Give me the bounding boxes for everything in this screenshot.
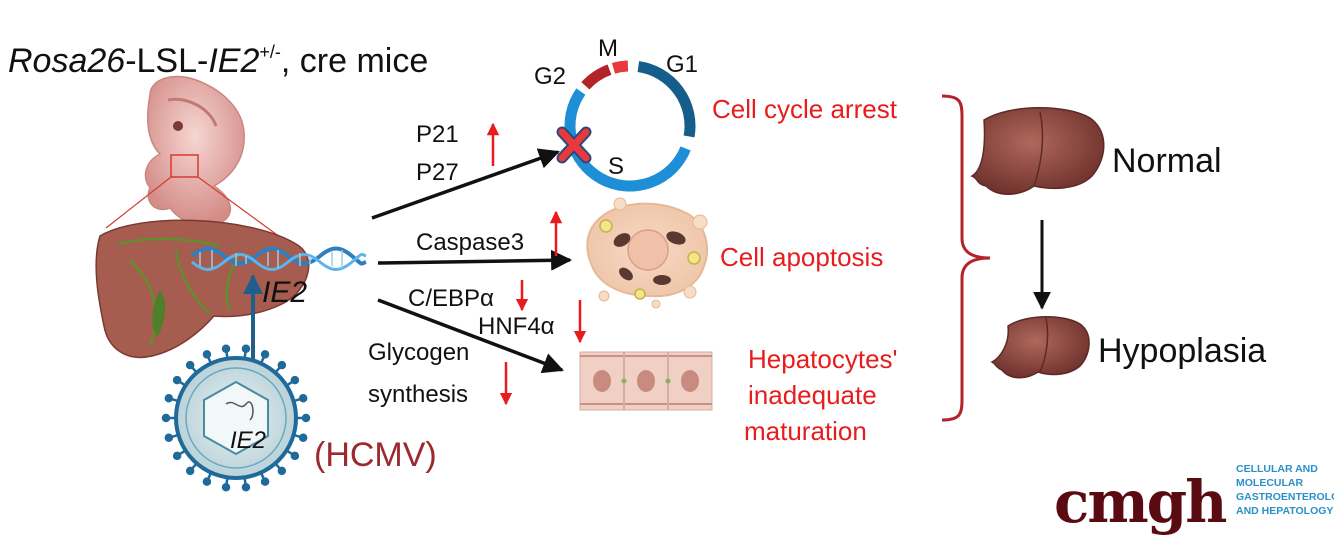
embryo-illustration: [144, 75, 245, 227]
title-construct: -LSL-: [125, 42, 208, 80]
hypoplasia-label: Hypoplasia: [1098, 332, 1266, 370]
hcmv-label: (HCMV): [314, 436, 437, 474]
marker-synthesis: synthesis: [368, 381, 468, 408]
phase-g1-label: G1: [666, 51, 698, 78]
arrow-to-hepatocytes: [377, 298, 564, 374]
cell-cycle-m-arc: [611, 60, 629, 74]
arrow-to-apoptosis: [377, 249, 573, 271]
apoptotic-cell-illustration: [586, 197, 709, 309]
hepatocyte-tissue-illustration: [579, 351, 713, 411]
arrow-to-cell-cycle: [371, 148, 560, 220]
cell-cycle-s-arc: [564, 88, 691, 192]
cell-cycle-g1-arc: [637, 61, 696, 138]
logo-line4: AND HEPATOLOGY: [1236, 505, 1333, 517]
cell-cycle-ring: [564, 60, 696, 192]
outcome-bracket: [941, 94, 991, 422]
normal-liver-illustration: [970, 107, 1105, 195]
cell-cycle-g2-arc: [581, 64, 612, 90]
outcome-cell-cycle-arrest: Cell cycle arrest: [712, 94, 898, 124]
ie2-label-virus: IE2: [230, 427, 266, 454]
outcome-hepatocytes-line1: Hepatocytes': [748, 344, 898, 374]
outcome-hepatocytes-line2: inadequate: [748, 380, 877, 410]
title-gene: Rosa26: [8, 42, 125, 80]
logo-line3: GASTROENTEROLOGY: [1236, 491, 1334, 503]
marker-p27: P27: [416, 159, 459, 186]
phase-g2-label: G2: [534, 63, 566, 90]
embryo-zoom-box: [170, 154, 199, 178]
phase-m-label: M: [598, 35, 618, 62]
phase-s-label: S: [608, 153, 624, 180]
title-ie2: IE2: [208, 42, 259, 80]
hypoplasia-liver-illustration: [990, 316, 1090, 379]
ie2-label-liver: IE2: [262, 276, 307, 309]
outcome-cell-apoptosis: Cell apoptosis: [720, 242, 883, 272]
logo-word: cmgh: [1054, 468, 1226, 536]
zoom-line-right: [197, 176, 285, 241]
block-x-icon: [556, 126, 592, 164]
logo-line2: MOLECULAR: [1236, 477, 1303, 489]
title-mice: , cre mice: [281, 42, 428, 80]
logo-line1: CELLULAR AND: [1236, 463, 1318, 475]
marker-hnf4a: HNF4α: [478, 313, 555, 340]
hcmv-virus-icon: [161, 344, 311, 492]
marker-glycogen: Glycogen: [368, 339, 469, 366]
dna-helix-icon: [190, 246, 367, 271]
title: Rosa26-LSL-IE2+/-, cre mice: [8, 42, 428, 80]
marker-cebpa: C/EBPα: [408, 285, 494, 312]
title-superscript: +/-: [259, 42, 281, 62]
normal-label: Normal: [1112, 142, 1222, 180]
zoom-line-left: [105, 176, 172, 229]
outcome-hepatocytes-line3: maturation: [744, 416, 867, 446]
marker-caspase3: Caspase3: [416, 229, 524, 256]
cmgh-logo: cmgh CELLULAR AND MOLECULAR GASTROENTERO…: [1054, 463, 1334, 536]
marker-p21: P21: [416, 121, 459, 148]
